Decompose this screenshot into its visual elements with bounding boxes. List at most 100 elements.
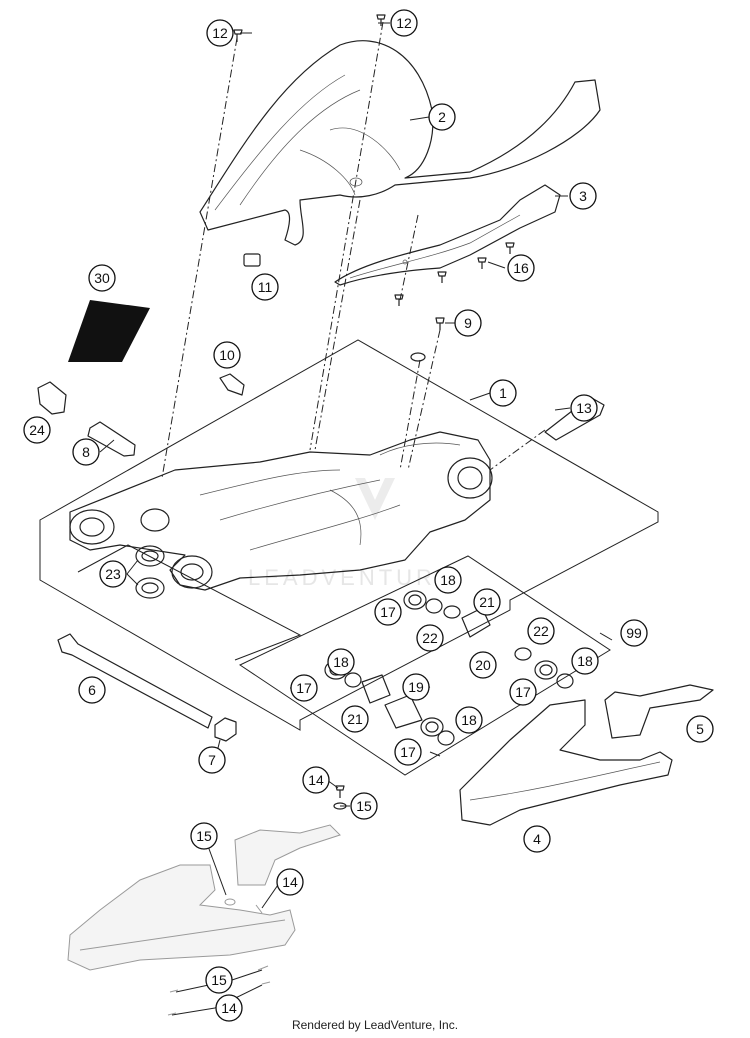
- callout-4: 4: [523, 825, 551, 853]
- callout-6: 6: [78, 676, 106, 704]
- callout-30: 30: [88, 264, 116, 292]
- callout-21-a: 21: [473, 588, 501, 616]
- chain-guide-upper: [334, 184, 561, 286]
- callout-18-c: 18: [327, 648, 355, 676]
- bearing-seals: [135, 545, 165, 599]
- callout-9: 9: [454, 309, 482, 337]
- callout-7: 7: [198, 746, 226, 774]
- svg-text:9: 9: [464, 315, 472, 331]
- callout-2: 2: [428, 103, 456, 131]
- svg-text:14: 14: [308, 772, 324, 788]
- svg-text:15: 15: [211, 972, 227, 988]
- axle: [57, 633, 213, 729]
- svg-text:7: 7: [208, 752, 216, 768]
- callout-15-c: 15: [205, 966, 233, 994]
- bearing-kit-divider: [77, 544, 302, 661]
- svg-text:14: 14: [221, 1000, 237, 1016]
- callout-13: 13: [570, 394, 598, 422]
- svg-text:18: 18: [461, 712, 477, 728]
- svg-text:18: 18: [333, 654, 349, 670]
- callout-3: 3: [569, 182, 597, 210]
- callout-20: 20: [469, 651, 497, 679]
- callout-15-a: 15: [350, 792, 378, 820]
- svg-text:15: 15: [356, 798, 372, 814]
- callout-22-a: 22: [416, 624, 444, 652]
- svg-text:21: 21: [479, 594, 495, 610]
- callout-21-b: 21: [341, 705, 369, 733]
- svg-text:5: 5: [696, 721, 704, 737]
- svg-text:18: 18: [577, 653, 593, 669]
- callout-24: 24: [23, 416, 51, 444]
- svg-text:14: 14: [282, 874, 298, 890]
- callout-22-b: 22: [527, 617, 555, 645]
- watermark: LEADVENTURE: [248, 478, 455, 590]
- svg-text:4: 4: [533, 831, 541, 847]
- svg-text:17: 17: [296, 680, 312, 696]
- lower-assembly-ghost: [67, 824, 341, 1016]
- callout-1: 1: [489, 379, 517, 407]
- svg-text:12: 12: [396, 15, 412, 31]
- svg-text:8: 8: [82, 444, 90, 460]
- svg-text:24: 24: [29, 422, 45, 438]
- callout-19: 19: [402, 673, 430, 701]
- callout-14-b: 14: [276, 868, 304, 896]
- callout-17-d: 17: [394, 738, 422, 766]
- callout-99: 99: [620, 619, 648, 647]
- svg-text:17: 17: [380, 604, 396, 620]
- svg-text:22: 22: [422, 630, 438, 646]
- clip: [243, 253, 261, 267]
- callout-18-d: 18: [455, 706, 483, 734]
- callout-18-a: 18: [434, 566, 462, 594]
- chain-slider: [459, 699, 673, 826]
- svg-text:2: 2: [438, 109, 446, 125]
- svg-text:11: 11: [258, 279, 273, 295]
- bolt-10: [219, 373, 245, 396]
- callout-11: 11: [251, 273, 279, 301]
- sticker: [68, 300, 150, 362]
- callout-14-a: 14: [302, 766, 330, 794]
- cap: [37, 381, 67, 415]
- svg-text:17: 17: [400, 744, 416, 760]
- svg-text:15: 15: [196, 828, 212, 844]
- callout-17-b: 17: [509, 678, 537, 706]
- callout-17-c: 17: [290, 674, 318, 702]
- svg-text:30: 30: [94, 270, 110, 286]
- svg-text:22: 22: [533, 623, 549, 639]
- swingarm: [69, 431, 493, 591]
- callout-5: 5: [686, 715, 714, 743]
- callout-23: 23: [99, 560, 127, 588]
- footer-credit: Rendered by LeadVenture, Inc.: [291, 1018, 459, 1032]
- screws: [233, 14, 515, 810]
- svg-text:16: 16: [513, 260, 529, 276]
- rear-fender: [199, 40, 601, 246]
- callout-17-a: 17: [374, 598, 402, 626]
- svg-text:19: 19: [408, 679, 424, 695]
- callout-10: 10: [213, 341, 241, 369]
- svg-text:17: 17: [515, 684, 531, 700]
- svg-text:10: 10: [219, 347, 235, 363]
- callout-14-c: 14: [215, 994, 243, 1022]
- chain-slider-bracket: [604, 684, 714, 739]
- pin: [87, 421, 136, 457]
- callout-12-top-right: 12: [390, 9, 418, 37]
- callout-18-b: 18: [571, 647, 599, 675]
- svg-text:13: 13: [576, 400, 592, 416]
- axle-nut: [214, 717, 237, 742]
- callout-12-top-left: 12: [206, 19, 234, 47]
- callout-15-b: 15: [190, 822, 218, 850]
- svg-text:6: 6: [88, 682, 96, 698]
- svg-text:18: 18: [440, 572, 456, 588]
- callout-8: 8: [72, 438, 100, 466]
- bearing-kit-frame: [238, 555, 611, 776]
- svg-text:20: 20: [475, 657, 491, 673]
- svg-text:21: 21: [347, 711, 363, 727]
- svg-text:3: 3: [579, 188, 587, 204]
- svg-text:12: 12: [212, 25, 228, 41]
- watermark-text: LEADVENTURE: [248, 565, 455, 590]
- swingarm-group-frame: [39, 339, 659, 731]
- svg-text:1: 1: [499, 385, 507, 401]
- callout-16: 16: [507, 254, 535, 282]
- svg-text:23: 23: [105, 566, 121, 582]
- svg-text:99: 99: [626, 625, 642, 641]
